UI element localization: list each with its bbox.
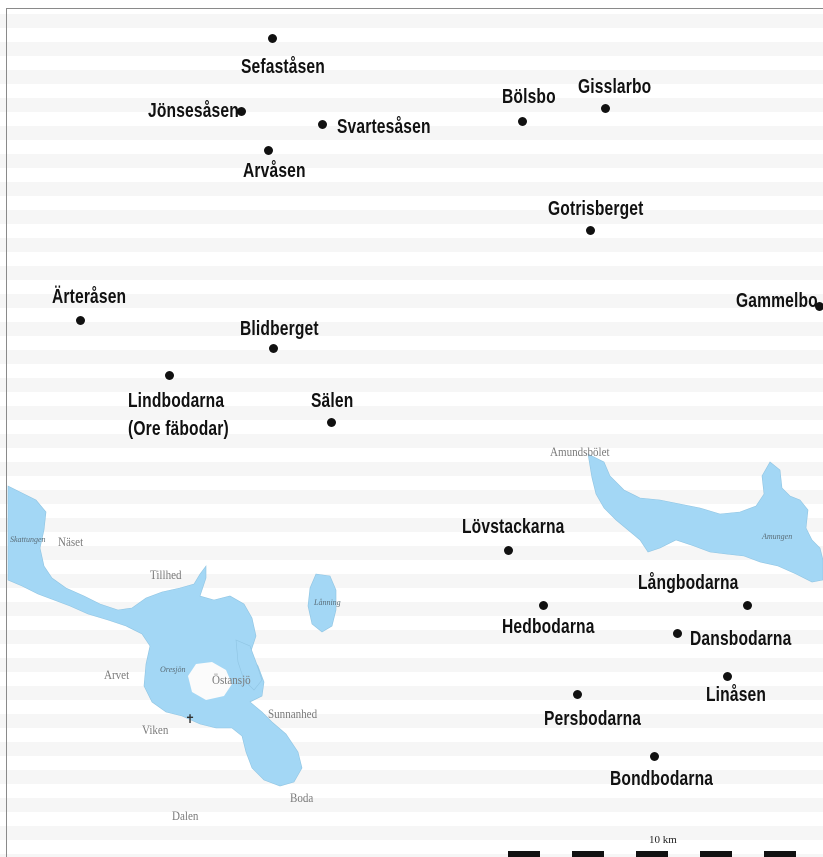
scale-seg-5 <box>764 851 796 857</box>
dot-bolsbo <box>517 116 527 126</box>
lake-small-east <box>235 639 263 691</box>
label-lovstackarna: Lövstackarna <box>462 516 565 538</box>
label-lindbodarna: Lindbodarna <box>128 390 225 412</box>
dot-gotrisberget <box>585 225 595 235</box>
dot-arterasen <box>75 315 85 325</box>
lake-lanning <box>307 573 337 633</box>
scale-seg-3 <box>636 851 668 857</box>
lake-label-skattungen: Skattungen <box>10 535 46 544</box>
label-tillhed: Tillhed <box>150 567 182 582</box>
island-oresjon <box>188 662 232 700</box>
dot-langbodarna <box>742 600 752 610</box>
dot-sefastasen <box>267 33 277 43</box>
label-persbodarna: Persbodarna <box>544 708 642 730</box>
label-dansbodarna: Dansbodarna <box>690 628 792 650</box>
dot-gisslarbo <box>600 103 610 113</box>
label-jonsesasen: Jönsesåsen <box>148 100 239 122</box>
dot-gammelbo <box>814 301 823 311</box>
label-boda: Boda <box>290 790 314 805</box>
label-svartesasen: Svartesåsen <box>337 116 431 138</box>
lake-amungen <box>587 453 823 583</box>
dot-dansbodarna <box>672 628 682 638</box>
dot-blidberget <box>268 343 278 353</box>
map-frame-left <box>6 8 7 857</box>
label-naset: Näset <box>58 534 84 549</box>
label-blidberget: Blidberget <box>240 318 319 340</box>
dot-bondbodarna <box>649 751 659 761</box>
label-salen: Sälen <box>311 390 354 412</box>
dot-lindbodarna <box>164 370 174 380</box>
label-dalen: Dalen <box>172 808 199 823</box>
lake-label-lanning: Lånning <box>314 598 341 607</box>
scale-seg-2 <box>572 851 604 857</box>
map-frame-top <box>6 8 823 9</box>
dot-salen <box>326 417 336 427</box>
scale-seg-4 <box>700 851 732 857</box>
label-bolsbo: Bölsbo <box>502 86 556 108</box>
label-hedbodarna: Hedbodarna <box>502 616 595 638</box>
label-gotrisberget: Gotrisberget <box>548 198 644 220</box>
dot-arvasen <box>263 145 273 155</box>
label-amundsbolet: Amundsbölet <box>550 444 610 459</box>
label-sefastasen: Sefaståsen <box>241 56 325 78</box>
church-icon: ✝ <box>185 712 196 726</box>
label-langbodarna: Långbodarna <box>638 572 739 594</box>
label-arvet: Arvet <box>104 667 130 682</box>
label-ostansjo: Östansjö <box>212 672 251 687</box>
label-linasen: Linåsen <box>706 684 767 706</box>
scale-seg-1 <box>508 851 540 857</box>
dot-svartesasen <box>317 119 327 129</box>
dot-linasen <box>722 671 732 681</box>
dot-persbodarna <box>572 689 582 699</box>
scale-bar <box>508 851 823 857</box>
lake-skattungen-oresjon <box>7 485 303 787</box>
scale-label: 10 km <box>649 834 677 846</box>
label-arterasen: Ärteråsen <box>52 286 127 308</box>
label-lindbodarna-alt: (Ore fäbodar) <box>128 418 229 440</box>
label-gammelbo: Gammelbo <box>736 290 818 312</box>
label-bondbodarna: Bondbodarna <box>610 768 714 790</box>
label-sunnanhed: Sunnanhed <box>268 706 318 721</box>
lake-label-amungen: Amungen <box>762 532 793 541</box>
label-arvasen: Arvåsen <box>243 160 306 182</box>
dot-hedbodarna <box>538 600 548 610</box>
dot-jonsesasen <box>236 106 246 116</box>
label-viken: Viken <box>142 722 169 737</box>
lake-label-oresjon: Oresjön <box>160 665 186 674</box>
label-gisslarbo: Gisslarbo <box>578 76 652 98</box>
dot-lovstackarna <box>503 545 513 555</box>
